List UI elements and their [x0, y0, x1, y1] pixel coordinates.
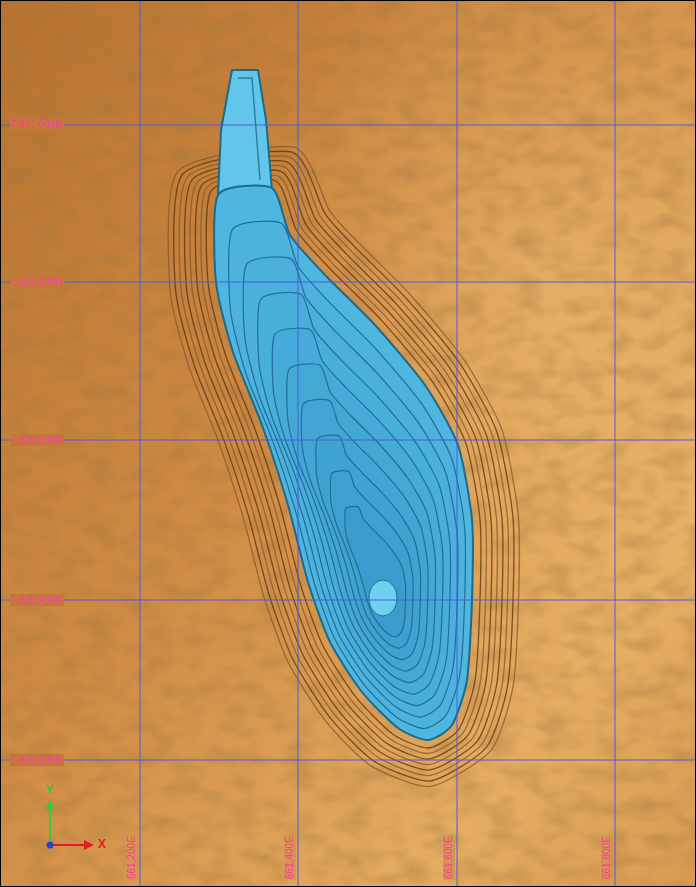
contour-line	[168, 147, 519, 787]
easting-label: 661,600E	[443, 835, 455, 880]
pit-contours	[168, 147, 519, 787]
easting-label: 661,200E	[126, 835, 138, 880]
northing-label: 7,820,800N	[10, 276, 64, 288]
contour-line	[174, 151, 514, 781]
northing-label: 7,820,200N	[10, 754, 64, 766]
pit-ramp	[218, 70, 272, 196]
pit-bench	[345, 506, 406, 636]
axis-label: X	[97, 838, 107, 850]
pit-bench	[330, 471, 413, 648]
pit-floor	[369, 580, 397, 616]
pit-bench	[316, 435, 421, 660]
easting-label: 661,800E	[601, 835, 613, 880]
pit-shell	[214, 70, 473, 740]
pit-bench	[258, 293, 451, 706]
contour-line	[190, 165, 497, 764]
pit-bench	[287, 364, 436, 683]
ramp-edge	[238, 78, 260, 180]
northing-label: 7,820,600N	[10, 434, 64, 446]
axis-label: Y	[44, 784, 54, 796]
axis-icon	[45, 800, 94, 850]
pit-bench	[214, 186, 473, 740]
contour-line	[179, 156, 508, 776]
pit-bench	[243, 257, 458, 717]
contour-line	[206, 179, 481, 748]
northing-label: 7,821,000N	[10, 119, 64, 131]
pit-bench	[229, 221, 466, 728]
northing-label: 7,820,400N	[10, 594, 64, 606]
easting-label: 661,400E	[284, 835, 296, 880]
